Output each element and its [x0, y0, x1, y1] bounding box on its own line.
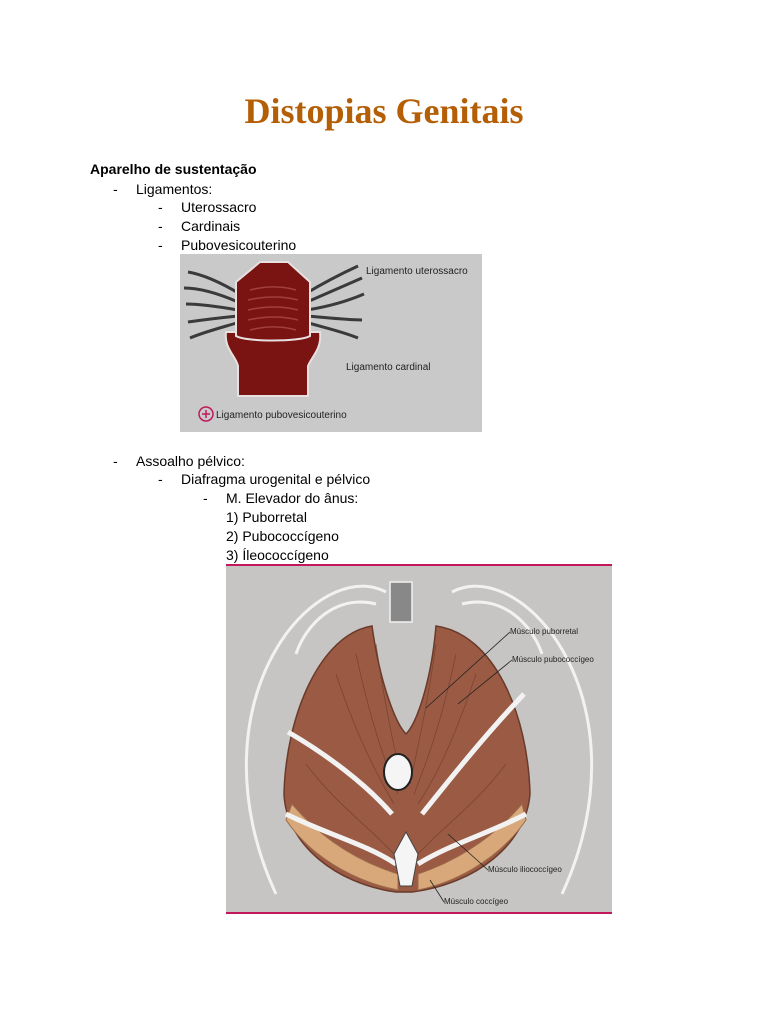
label-cardinal: Ligamento cardinal	[346, 362, 431, 373]
muscle-fibers	[305, 643, 507, 855]
list-item-assoalho: Assoalho pélvico:	[136, 453, 245, 469]
list-item: Diafragma urogenital e pélvico	[181, 471, 371, 487]
bullet-dash: -	[158, 199, 163, 215]
label-pubovesicouterino: Ligamento pubovesicouterino	[216, 410, 347, 421]
plus-icon-mark	[202, 410, 210, 418]
bullet-dash: -	[113, 181, 118, 197]
label-iliococcigeo: Músculo iliococcígeo	[488, 865, 562, 874]
list-item: 3) Íleococcígeno	[226, 547, 329, 563]
label-coccigeo: Músculo coccígeo	[444, 897, 509, 906]
bullet-dash: -	[158, 218, 163, 234]
bullet-dash: -	[113, 453, 118, 469]
list-item: 1) Puborretal	[226, 509, 307, 525]
list-item: Uterossacro	[181, 199, 257, 215]
list-item: M. Elevador do ânus:	[226, 490, 359, 506]
cervix-shape	[224, 331, 322, 397]
leader-lines	[425, 631, 513, 903]
list-item: Cardinais	[181, 218, 241, 234]
section-heading: Aparelho de sustentação	[90, 161, 257, 177]
label-puborretal: Músculo puborretal	[510, 627, 578, 636]
uterus-shape	[235, 261, 311, 342]
bullet-dash: -	[158, 237, 163, 253]
ligaments-figure: Ligamento uterossacro Ligamento cardinal…	[180, 254, 482, 432]
coccyx	[393, 830, 419, 887]
pelvis-outline	[244, 584, 594, 895]
bullet-dash: -	[158, 471, 163, 487]
list-item: Pubovesicouterino	[181, 237, 297, 253]
plus-icon	[198, 406, 214, 422]
list-item: 2) Pubococcígeno	[226, 528, 339, 544]
bullet-dash: -	[203, 490, 208, 506]
uterus-folds	[247, 286, 299, 331]
pelvic-floor-figure: Músculo puborretal Músculo pubococcígeo …	[226, 564, 612, 914]
anal-opening	[383, 753, 413, 791]
list-item-ligamentos: Ligamentos:	[136, 181, 213, 197]
label-pubococcigeo: Músculo pubococcígeo	[512, 655, 594, 664]
pubic-symphysis	[389, 581, 413, 623]
label-uterossacro: Ligamento uterossacro	[366, 266, 468, 277]
muscle-separations	[284, 692, 528, 867]
page-title: Distopias Genitais	[244, 91, 524, 131]
uterosacral-ligament-strands	[183, 264, 365, 340]
